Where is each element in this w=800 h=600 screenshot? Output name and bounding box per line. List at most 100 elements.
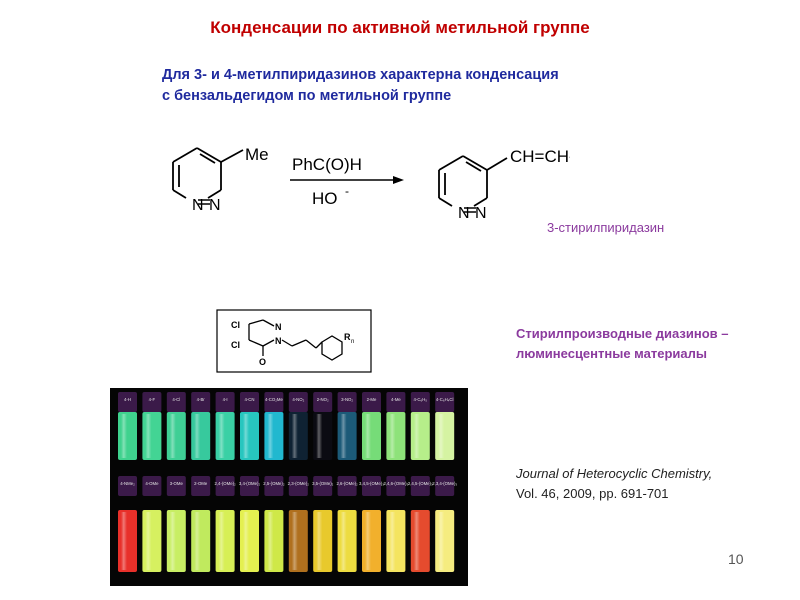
vial-cap [264, 392, 284, 412]
vial-2-10: 2,6-(OMe)₂ [336, 476, 358, 572]
vial-cap [410, 476, 430, 496]
slide-title: Конденсации по активной метильной группе [210, 18, 590, 37]
arrow-head-icon [393, 176, 404, 184]
vial-glare [145, 512, 152, 570]
vial-cap [240, 392, 259, 412]
vial-solution [264, 510, 284, 572]
vial-solution [240, 412, 259, 460]
vial-label: 4-NMe₂ [120, 481, 135, 486]
vial-cap [386, 476, 406, 496]
vial-1-10: 3-NO₂ [337, 392, 357, 460]
vial-label: 2,6-(OMe)₂ [336, 481, 358, 486]
vial-label: 2,4,5-(OMe)₃ [408, 481, 433, 486]
vial-solution [215, 412, 235, 460]
vial-2-2: 4-OMe [142, 476, 162, 572]
vial-glare [438, 414, 445, 458]
vial-cap [362, 392, 381, 412]
vial-cap [362, 476, 381, 496]
vial-label: 2,4,6-(OMe)₃ [383, 481, 408, 486]
vial-glare [389, 512, 396, 570]
vial-label: 2,5-(OMe)₂ [263, 481, 285, 486]
vial-label: 4-F [149, 397, 156, 402]
vial-2-9: 3,5-(OMe)₂ [312, 476, 334, 572]
reference-journal: Journal of Heterocyclic Chemistry, [516, 466, 713, 481]
vial-solution [410, 510, 430, 572]
reagent-hydroxide: HO [312, 189, 338, 208]
vial-label: 4-CN [244, 397, 254, 402]
vial-1-6: 4-CN [240, 392, 259, 460]
reagent-benzaldehyde: PhC(O)H [292, 155, 362, 174]
vial-label: 4-CO₂Me [265, 397, 284, 402]
vial-label: 4-H [124, 397, 131, 402]
vial-glare [389, 414, 396, 458]
vial-solution [337, 510, 357, 572]
structure-oxygen: O [259, 357, 266, 367]
vial-solution [288, 412, 308, 460]
vial-cap [118, 476, 137, 496]
vial-label: 4-C₆H₄Cl [436, 397, 454, 402]
structure-n-upper: N [275, 322, 282, 332]
vial-glare [291, 414, 298, 458]
product-n1: N [458, 205, 470, 222]
vial-1-2: 4-F [142, 392, 162, 460]
vial-label: 2-Me [367, 397, 377, 402]
vial-glare [267, 512, 274, 570]
structure-cl1: Cl [231, 320, 240, 330]
vial-cap [288, 476, 308, 496]
vial-label: 4-Br [197, 397, 206, 402]
vial-2-5: 2,4-(OMe)₂ [214, 476, 236, 572]
vial-2-1: 4-NMe₂ [118, 476, 137, 572]
vial-cap [215, 392, 235, 412]
vial-label: 2,3,4-(OMe)₃ [432, 481, 457, 486]
vial-solution [240, 510, 259, 572]
vial-solution [362, 510, 381, 572]
vial-glare [194, 414, 201, 458]
vial-label: 3,4-(OMe)₂ [239, 481, 261, 486]
caption-line1: Стирилпроизводные диазинов – [516, 326, 729, 341]
vial-glare [121, 512, 127, 570]
vial-1-1: 4-H [118, 392, 137, 460]
vial-label: 4-Me [391, 397, 401, 402]
vial-label: 2-OMe [194, 481, 208, 486]
vial-2-8: 2,3-(OMe)₂ [288, 476, 310, 572]
reaction-scheme: N N Me PhC(O)H HO - N N CH=CH-Ph [172, 145, 570, 222]
reactant-n1: N [192, 197, 204, 214]
vial-2-13: 2,4,5-(OMe)₃ [408, 476, 433, 572]
vial-label: 3,4,5-(OMe)₃ [359, 481, 384, 486]
vial-label: 3-NO₂ [341, 397, 353, 402]
structure-n-lower: N [275, 336, 282, 346]
structure-cl2: Cl [231, 340, 240, 350]
product-styrylpyridazine [438, 155, 508, 207]
vial-glare [218, 414, 225, 458]
vial-2-11: 3,4,5-(OMe)₃ [359, 476, 384, 572]
product-substituent-label: CH=CH-Ph [510, 147, 570, 166]
vial-glare [340, 414, 347, 458]
vial-1-12: 4-Me [386, 392, 406, 460]
vial-solution [215, 510, 235, 572]
vial-cap [264, 476, 284, 496]
vial-2-6: 3,4-(OMe)₂ [239, 476, 261, 572]
vial-solution [313, 510, 333, 572]
reactant-n2: N [209, 197, 221, 214]
vial-solution [166, 510, 186, 572]
vial-1-5: 4-I [215, 392, 235, 460]
vial-glare [218, 512, 225, 570]
vial-solution [142, 510, 162, 572]
product-name: 3-стирилпиридазин [547, 220, 665, 235]
vial-solution [118, 510, 137, 572]
vial-cap [118, 392, 137, 412]
vial-glare [121, 414, 127, 458]
vial-cap [435, 392, 455, 412]
vial-label: 4-OMe [145, 481, 159, 486]
product-n2: N [475, 205, 487, 222]
vial-glare [243, 414, 249, 458]
vial-solution [386, 510, 406, 572]
vial-2-14: 2,3,4-(OMe)₃ [432, 476, 457, 572]
vial-cap [313, 476, 333, 496]
vial-solution [313, 412, 333, 460]
vial-glare [413, 512, 420, 570]
vial-label: 2,3-(OMe)₂ [288, 481, 310, 486]
